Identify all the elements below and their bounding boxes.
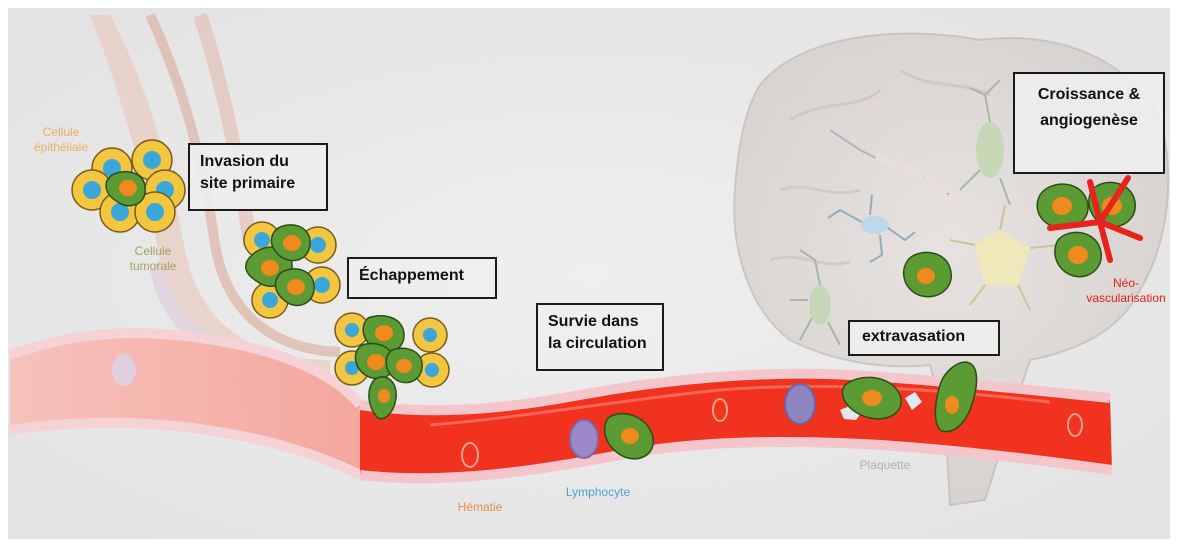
step-survie-box: Survie dans la circulation	[536, 303, 664, 371]
step-invasion-label: Invasion du site primaire	[200, 153, 295, 192]
step-invasion-box: Invasion du site primaire	[188, 143, 328, 211]
step-echappement-box: Échappement	[347, 257, 497, 299]
label-lymphocyte: Lymphocyte	[548, 485, 648, 500]
step-survie-label: Survie dans la circulation	[548, 313, 647, 352]
step-croissance-label: Croissance & angiogenèse	[1038, 86, 1140, 129]
step-echappement-label: Échappement	[359, 267, 464, 284]
label-tumor-cell: Cellule tumorale	[118, 244, 188, 274]
lymphocyte-cell	[570, 420, 598, 458]
label-epithelial-cell: Cellule épithéliale	[20, 125, 102, 155]
label-neovascularisation: Néo-vascularisation	[1078, 276, 1174, 306]
step-extravasation-label: extravasation	[862, 328, 965, 345]
step-croissance-box: Croissance & angiogenèse	[1013, 72, 1165, 174]
step-extravasation-box: extravasation	[848, 320, 1000, 356]
label-red-blood-cell: Hématie	[440, 500, 520, 515]
label-platelet: Plaquette	[845, 458, 925, 473]
